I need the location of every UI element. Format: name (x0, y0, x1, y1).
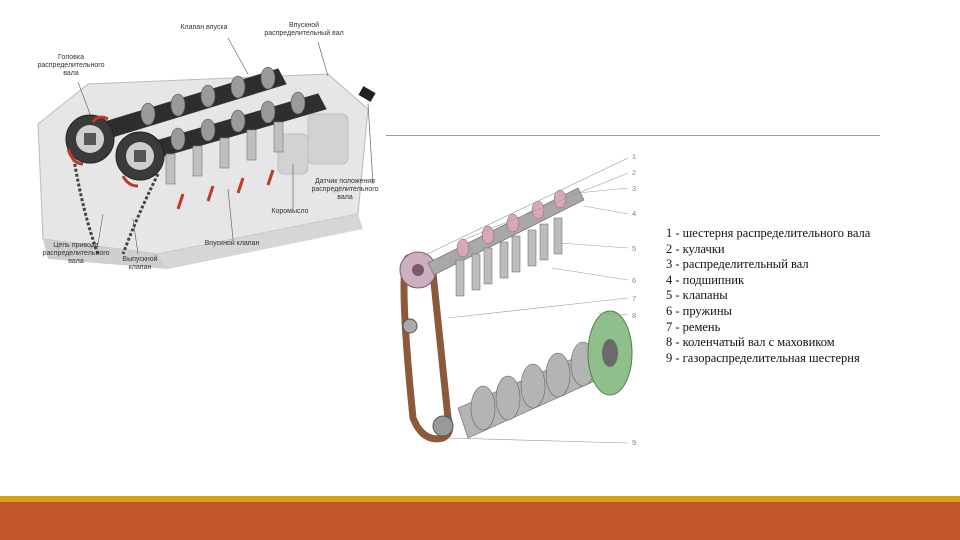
legend-item: 8 - коленчатый вал с маховиком (666, 335, 835, 350)
legend-item: 1 - шестерня распределительного вала (666, 226, 871, 240)
cylinder-head-diagram: Клапан впуска Впускной распределительный… (28, 14, 388, 284)
legend-item: 3 - распределительный вал (666, 257, 809, 272)
callout-6: 6 (632, 276, 637, 285)
label-exhaust-valve: Выпускной клапан (122, 256, 158, 271)
label-camshaft-head: Головка распределительного вала (37, 54, 105, 77)
footer-accent-stripe (0, 496, 960, 502)
sprocket-exhaust (65, 114, 115, 164)
parts-legend: 1 - шестерня распределительного вала 2 -… (666, 226, 870, 366)
label-timing-chain: Цепь привода распределительного вала (42, 242, 110, 265)
timing-mechanism-illustration (399, 157, 633, 444)
callout-7: 7 (632, 294, 637, 303)
cylinder-head-illustration (37, 37, 376, 269)
separator-line (386, 135, 880, 136)
timing-mechanism-diagram: 1 2 3 4 5 6 7 8 9 (388, 148, 650, 453)
legend-item: 6 - пружины (666, 303, 732, 318)
callout-4: 4 (632, 209, 637, 218)
callout-3: 3 (632, 184, 637, 193)
label-intake-camshaft: Впускной распределительный вал (264, 22, 344, 37)
callout-8: 8 (632, 311, 637, 320)
legend-item: 2 - кулачки (666, 241, 725, 256)
legend-item: 7 - ремень (666, 319, 721, 334)
footer-bar (0, 502, 960, 540)
legend-item: 9 - газораспределительная шестерня (666, 350, 860, 365)
callout-9: 9 (632, 438, 637, 447)
label-intake-valve-bottom: Впускной клапан (204, 240, 260, 247)
callout-1: 1 (632, 152, 637, 161)
sprocket-intake (115, 131, 165, 181)
label-camshaft-position-sensor: Датчик положения распределительного вала (311, 178, 379, 201)
label-intake-valve-top: Клапан впуска (180, 24, 228, 31)
legend-item: 5 - клапаны (666, 288, 728, 303)
callout-2: 2 (632, 168, 637, 177)
legend-item: 4 - подшипник (666, 272, 745, 287)
label-rocker-arm: Коромысло (271, 208, 309, 215)
callout-5: 5 (632, 244, 637, 253)
